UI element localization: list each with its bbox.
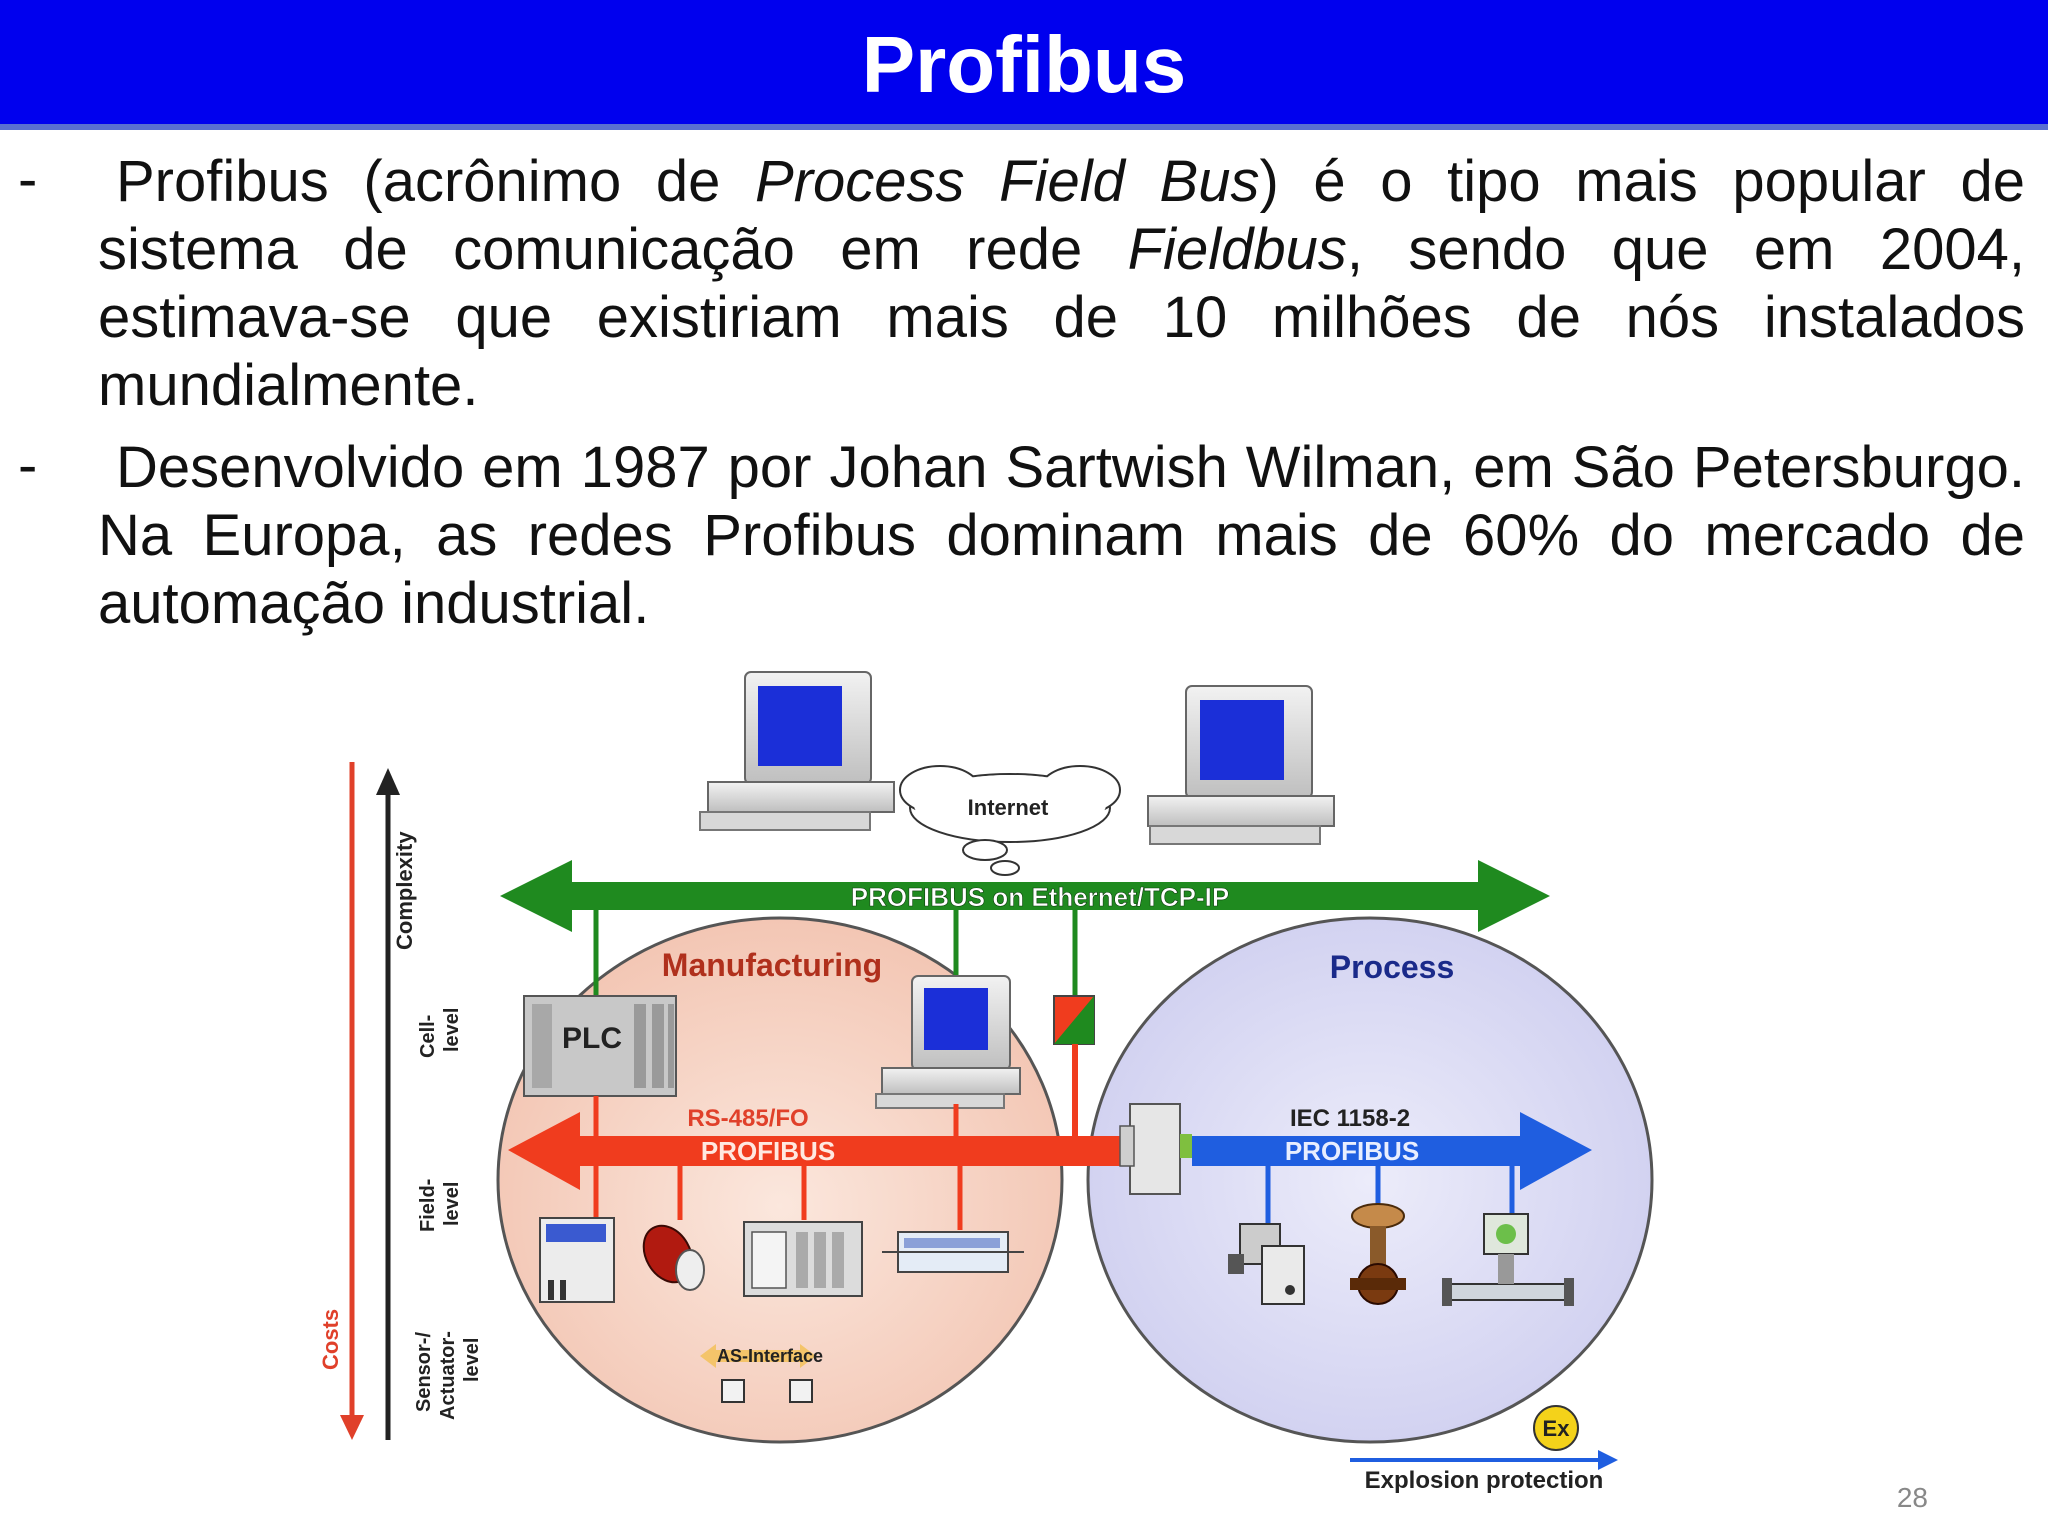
computer-right-icon	[1147, 685, 1335, 845]
bullet-1-lead: Profibus (acrônimo de	[116, 149, 756, 214]
sensor-level-line-3: level	[461, 1338, 483, 1382]
field-level-line-2: level	[441, 1182, 463, 1226]
bullet-2: Desenvolvido em 1987 por Johan Sartwish …	[98, 435, 2025, 636]
ex-protection-icon	[1533, 1405, 1579, 1451]
explosion-protection-arrow	[1350, 1450, 1618, 1470]
bullet-1-em-fieldbus: Fieldbus	[1127, 217, 1347, 282]
complexity-arrow	[376, 768, 400, 1440]
cell-level-line-1: Cell-	[417, 1015, 439, 1058]
computer-left-icon	[699, 671, 895, 831]
explosion-protection-label: Explosion protection	[1365, 1467, 1604, 1494]
as-i-actuator-icon	[789, 1379, 813, 1403]
as-interface-label: AS-Interface	[717, 1346, 823, 1366]
profibus-dp-bus-arrow	[508, 1112, 1130, 1190]
motor-drive-icon	[642, 1224, 705, 1291]
computer-middle-icon	[875, 975, 1021, 1109]
bullet-1: Profibus (acrônimo de Process Field Bus)…	[98, 148, 2025, 420]
ethernet-bus-arrow	[500, 860, 1550, 932]
costs-arrow	[340, 762, 364, 1440]
bullet-marker-1: -	[18, 147, 38, 212]
profibus-dp-label: PROFIBUS	[701, 1136, 835, 1166]
internet-cloud	[899, 765, 1121, 876]
bullet-1-tail: , sendo que em 2004, estimava-se que exi…	[98, 217, 2025, 418]
as-interface-arrow	[700, 1344, 816, 1368]
remote-io-icon	[743, 1221, 863, 1297]
sensor-level-line-1: Sensor-/	[413, 1332, 435, 1412]
bullet-1-mid: ) é o tipo mais popular de sistema de co…	[98, 149, 2026, 282]
rs485-label: RS-485/FO	[687, 1105, 808, 1132]
pump-icon	[1228, 1223, 1305, 1305]
cell-level-label: Cell- level	[417, 1008, 463, 1058]
ethernet-label: PROFIBUS on Ethernet/TCP-IP	[851, 882, 1229, 912]
as-i-sensor-icon	[721, 1379, 745, 1403]
page-number: 28	[1896, 1482, 1928, 1513]
control-valve-icon	[1350, 1203, 1406, 1305]
plc-icon	[523, 995, 677, 1097]
manufacturing-label: Manufacturing	[662, 947, 882, 983]
cell-level-line-2: level	[441, 1008, 463, 1052]
sensor-level-line-2: Actuator-	[437, 1331, 459, 1420]
ex-label: Ex	[1543, 1416, 1571, 1441]
plc-label: PLC	[562, 1022, 622, 1055]
iec-label: IEC 1158-2	[1290, 1105, 1410, 1132]
title-bar: Profibus	[0, 0, 2048, 130]
ethernet-coupler-icon	[1053, 995, 1095, 1045]
process-zone	[1086, 916, 1654, 1444]
dp-pa-coupler-icon	[1119, 1103, 1192, 1195]
internet-label: Internet	[968, 795, 1049, 820]
profibus-pa-label: PROFIBUS	[1285, 1136, 1419, 1166]
io-module-icon	[539, 1217, 615, 1303]
slide-title: Profibus	[861, 20, 1187, 109]
bullet-marker-2: -	[18, 433, 38, 498]
costs-label: Costs	[318, 1309, 343, 1370]
field-level-line-1: Field-	[417, 1179, 439, 1232]
bullet-1-em-process-field-bus: Process Field Bus	[755, 149, 1260, 214]
sensor-actuator-level-label: Sensor-/ Actuator- level	[413, 1331, 483, 1420]
complexity-label: Complexity	[392, 831, 417, 950]
flow-meter-icon	[1442, 1213, 1574, 1306]
field-level-label: Field- level	[417, 1179, 463, 1232]
process-label: Process	[1330, 949, 1455, 985]
terminal-block-icon	[882, 1231, 1024, 1273]
profibus-pa-bus-arrow	[1192, 1112, 1592, 1190]
